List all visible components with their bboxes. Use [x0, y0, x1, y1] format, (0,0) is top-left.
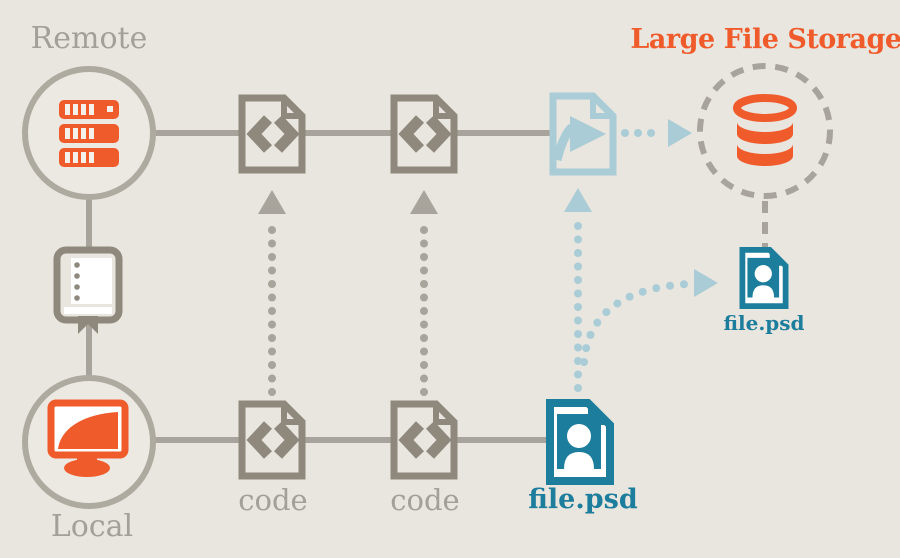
- database-icon: [733, 94, 797, 166]
- code-file-icon-bottom-1: [238, 400, 306, 480]
- file-psd-local-label: file.psd: [528, 484, 638, 515]
- remote-label: Remote: [30, 21, 148, 56]
- code-file-icon-top-1: [238, 94, 306, 174]
- dotted-arrow-filepsd-to-stored: [580, 269, 718, 366]
- dotted-arrow-code-2: [410, 190, 438, 396]
- code-label-1: code: [238, 483, 308, 517]
- file-psd-stored-label: file.psd: [723, 311, 805, 335]
- history-book-icon: [53, 246, 123, 334]
- code-label-2: code: [390, 483, 460, 517]
- monitor-icon: [47, 399, 129, 477]
- page-title: Large File Storage: [630, 24, 900, 55]
- solid-connectors: [86, 130, 553, 443]
- lfs-store-dashed-circle: [697, 63, 833, 199]
- server-icon: [59, 100, 119, 167]
- dotted-arrow-code-1: [258, 190, 286, 396]
- arrowhead-right-blue-2: [694, 269, 718, 297]
- local-label: Local: [50, 509, 134, 544]
- dotted-arrow-filepsd-to-pointer: [564, 188, 592, 392]
- arrowhead-up-blue: [564, 188, 592, 212]
- code-file-icon-top-2: [390, 94, 458, 174]
- arrowhead-right-blue-1: [668, 119, 692, 147]
- image-file-icon-stored: [739, 247, 789, 309]
- arrowhead-up-gray-1: [258, 190, 286, 214]
- code-file-icon-bottom-2: [390, 400, 458, 480]
- pointer-file-icon: [549, 92, 617, 176]
- dotted-arrow-pointer-to-lfs: [621, 119, 692, 147]
- image-file-icon-local: [546, 399, 614, 485]
- arrowhead-up-gray-2: [410, 190, 438, 214]
